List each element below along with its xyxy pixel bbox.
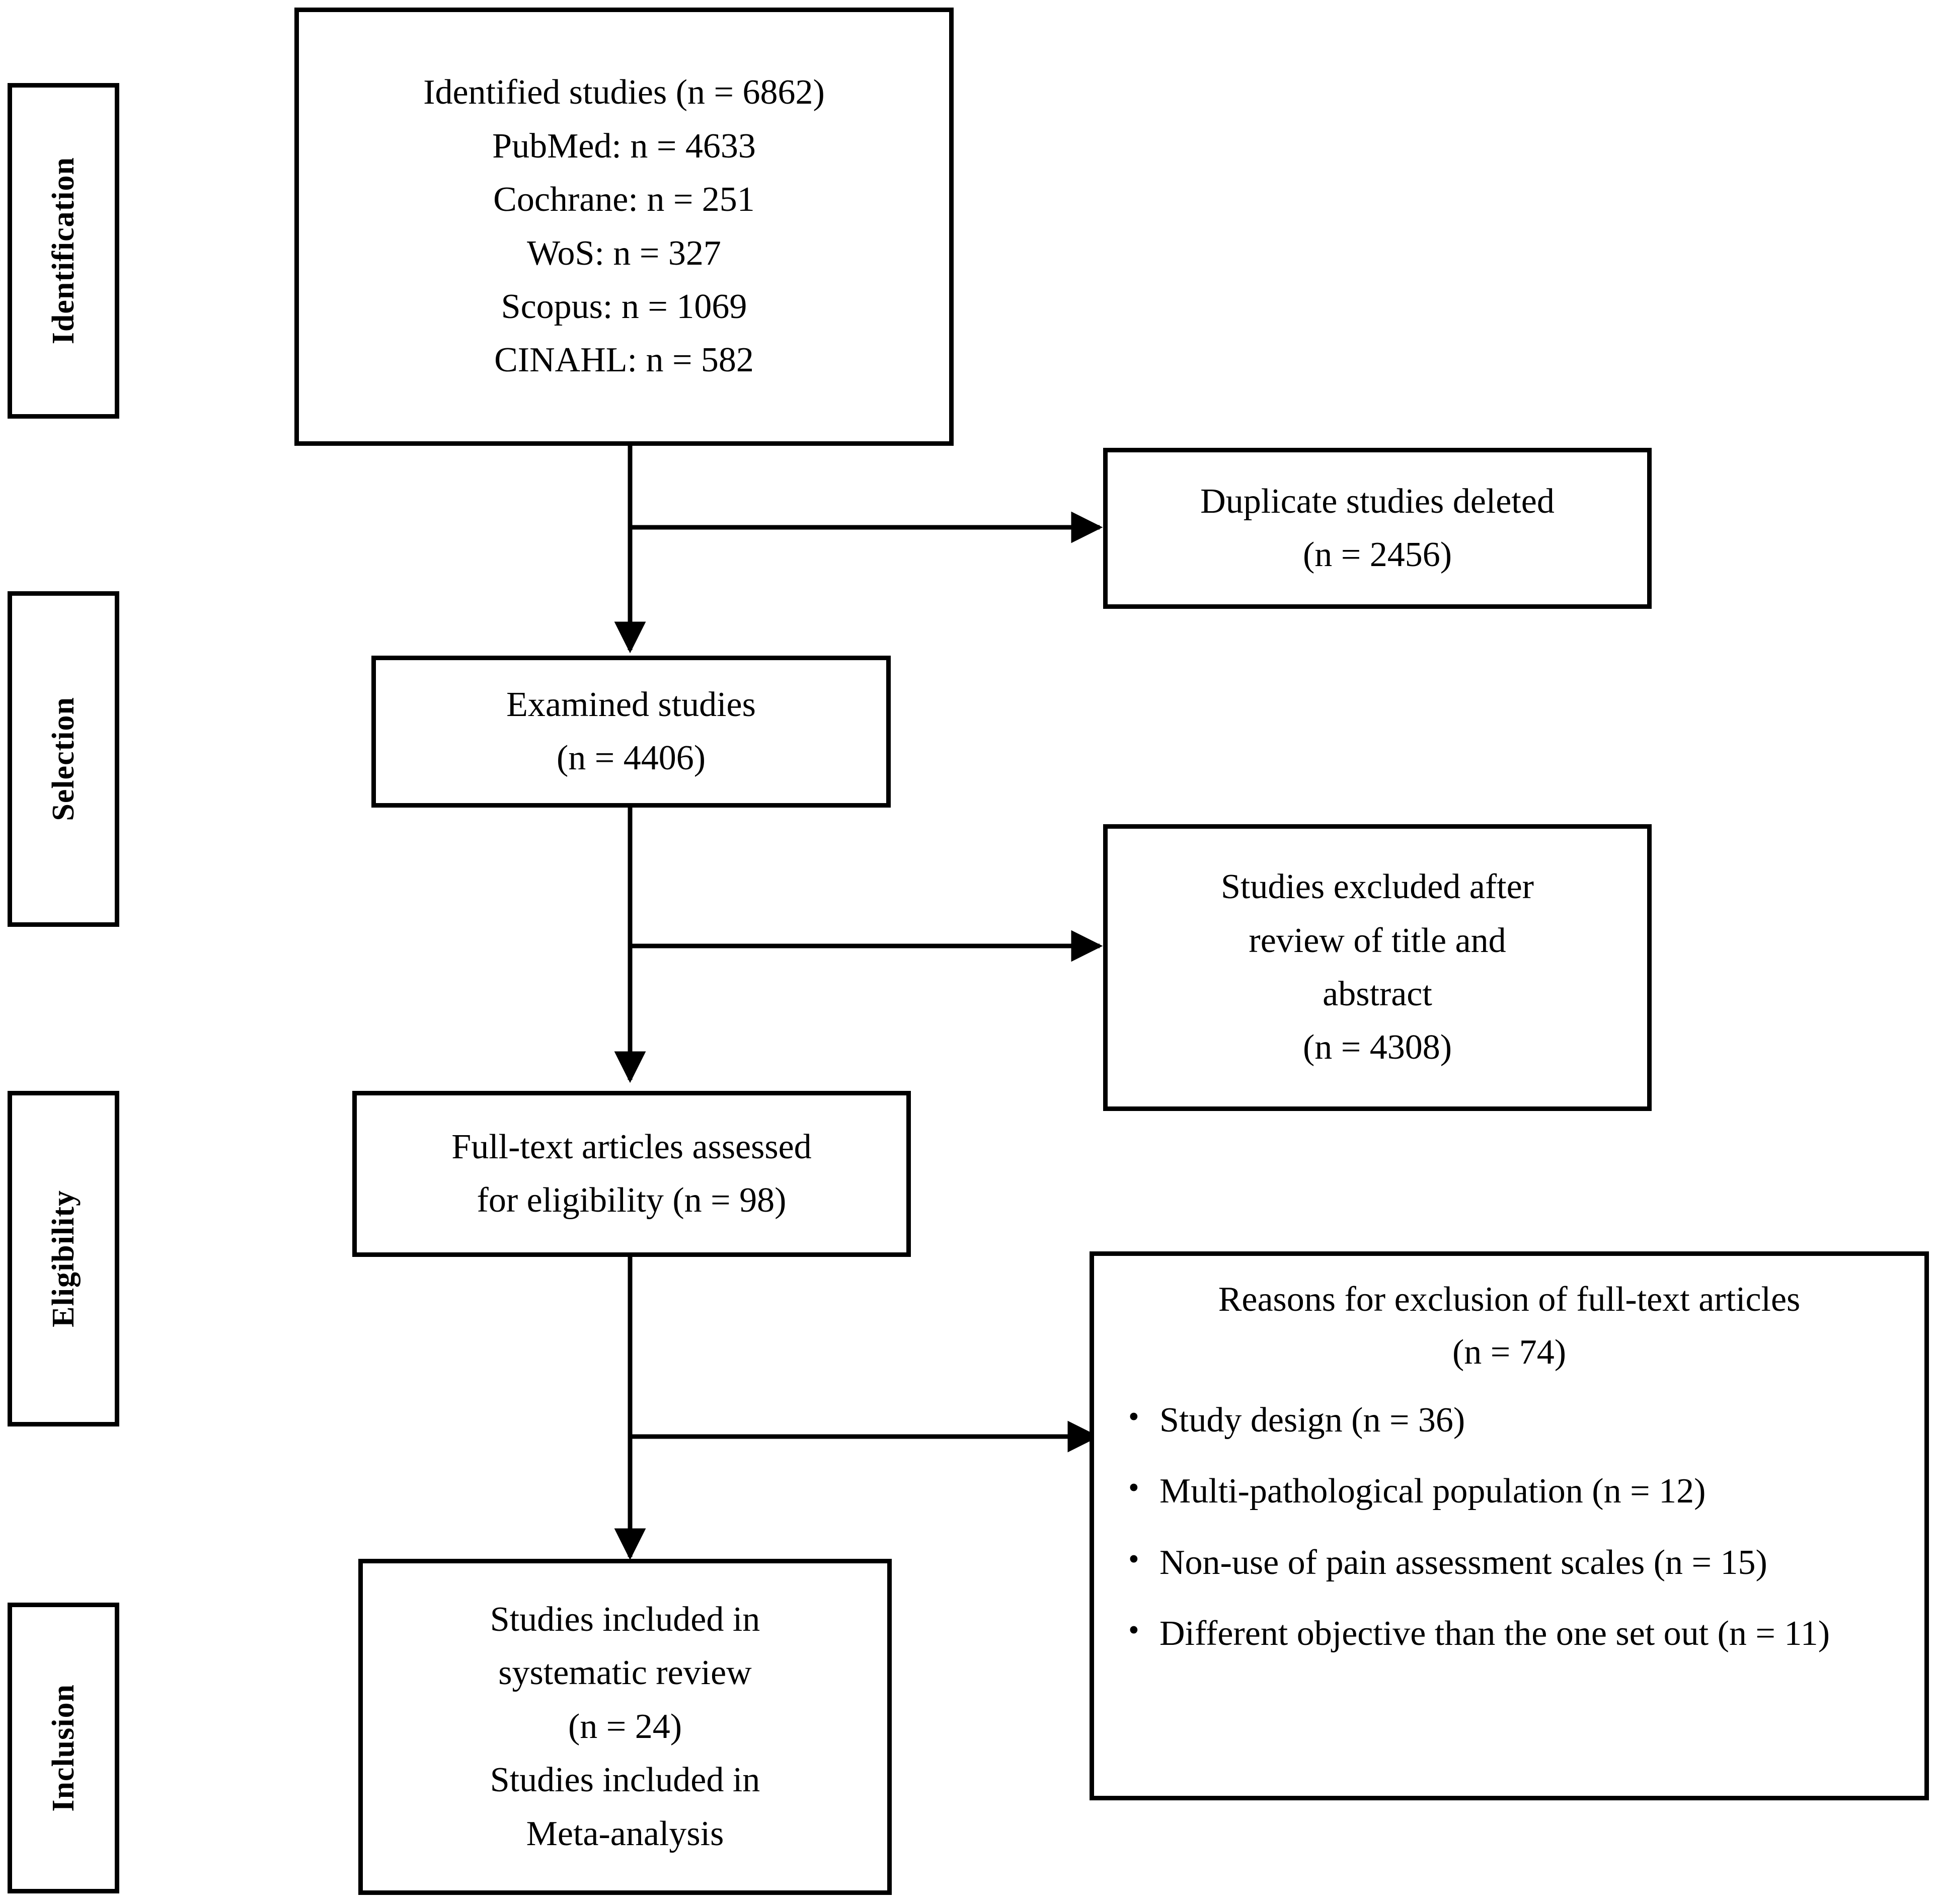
stage-box-eligibility: Eligibility bbox=[8, 1091, 119, 1426]
reason-bullet-study-design: Study design (n = 36) bbox=[1128, 1392, 1907, 1449]
reason-bullet-multi-pathological: Multi-pathological population (n = 12) bbox=[1128, 1463, 1907, 1520]
stage-label-eligibility: Eligibility bbox=[46, 1190, 81, 1327]
node-identified-studies: Identified studies (n = 6862) PubMed: n … bbox=[294, 8, 954, 446]
stage-box-identification: Identification bbox=[8, 83, 119, 419]
duplicates-line-2: (n = 2456) bbox=[1302, 535, 1452, 574]
excluded-line-2: review of title and bbox=[1249, 921, 1506, 960]
reason-bullet-different-objective: Different objective than the one set out… bbox=[1128, 1605, 1907, 1662]
included-line-3: (n = 24) bbox=[568, 1707, 682, 1746]
node-duplicate-studies-deleted: Duplicate studies deleted (n = 2456) bbox=[1103, 448, 1652, 609]
fulltext-line-1: Full-text articles assessed bbox=[451, 1127, 812, 1166]
examined-studies-line-2: (n = 4406) bbox=[556, 739, 706, 777]
included-line-5: Meta-analysis bbox=[526, 1814, 724, 1853]
excluded-line-4: (n = 4308) bbox=[1302, 1028, 1452, 1067]
node-reasons-for-exclusion: Reasons for exclusion of full-text artic… bbox=[1090, 1251, 1929, 1800]
reasons-title-line-2: (n = 74) bbox=[1452, 1333, 1567, 1372]
included-line-2: systematic review bbox=[498, 1653, 752, 1693]
reason-bullet-non-use-scales: Non-use of pain assessment scales (n = 1… bbox=[1128, 1534, 1907, 1591]
reasons-bullet-list: Study design (n = 36) Multi-pathological… bbox=[1111, 1392, 1907, 1677]
stage-box-inclusion: Inclusion bbox=[8, 1603, 119, 1893]
excluded-line-3: abstract bbox=[1323, 975, 1432, 1013]
node-studies-excluded-title-abstract: Studies excluded after review of title a… bbox=[1103, 824, 1652, 1111]
identified-studies-line-4: WoS: n = 327 bbox=[527, 233, 721, 273]
stage-label-selection: Selection bbox=[46, 697, 81, 821]
included-line-4: Studies included in bbox=[490, 1761, 760, 1800]
identified-studies-line-2: PubMed: n = 4633 bbox=[492, 126, 756, 166]
node-fulltext-articles-assessed: Full-text articles assessed for eligibil… bbox=[352, 1091, 911, 1257]
identified-studies-line-6: CINAHL: n = 582 bbox=[494, 341, 754, 380]
reasons-title-line-1: Reasons for exclusion of full-text artic… bbox=[1218, 1280, 1801, 1319]
included-line-1: Studies included in bbox=[490, 1600, 760, 1639]
stage-label-inclusion: Inclusion bbox=[46, 1684, 81, 1812]
identified-studies-line-5: Scopus: n = 1069 bbox=[501, 287, 747, 326]
stage-label-identification: Identification bbox=[46, 157, 81, 345]
node-examined-studies: Examined studies (n = 4406) bbox=[371, 656, 891, 808]
fulltext-line-2: for eligibility (n = 98) bbox=[477, 1181, 787, 1220]
duplicates-line-1: Duplicate studies deleted bbox=[1200, 482, 1555, 521]
identified-studies-line-1: Identified studies (n = 6862) bbox=[423, 73, 825, 112]
node-studies-included: Studies included in systematic review (n… bbox=[358, 1559, 892, 1895]
stage-box-selection: Selection bbox=[8, 591, 119, 927]
examined-studies-line-1: Examined studies bbox=[506, 685, 756, 724]
identified-studies-line-3: Cochrane: n = 251 bbox=[493, 180, 755, 219]
excluded-line-1: Studies excluded after bbox=[1220, 867, 1534, 907]
